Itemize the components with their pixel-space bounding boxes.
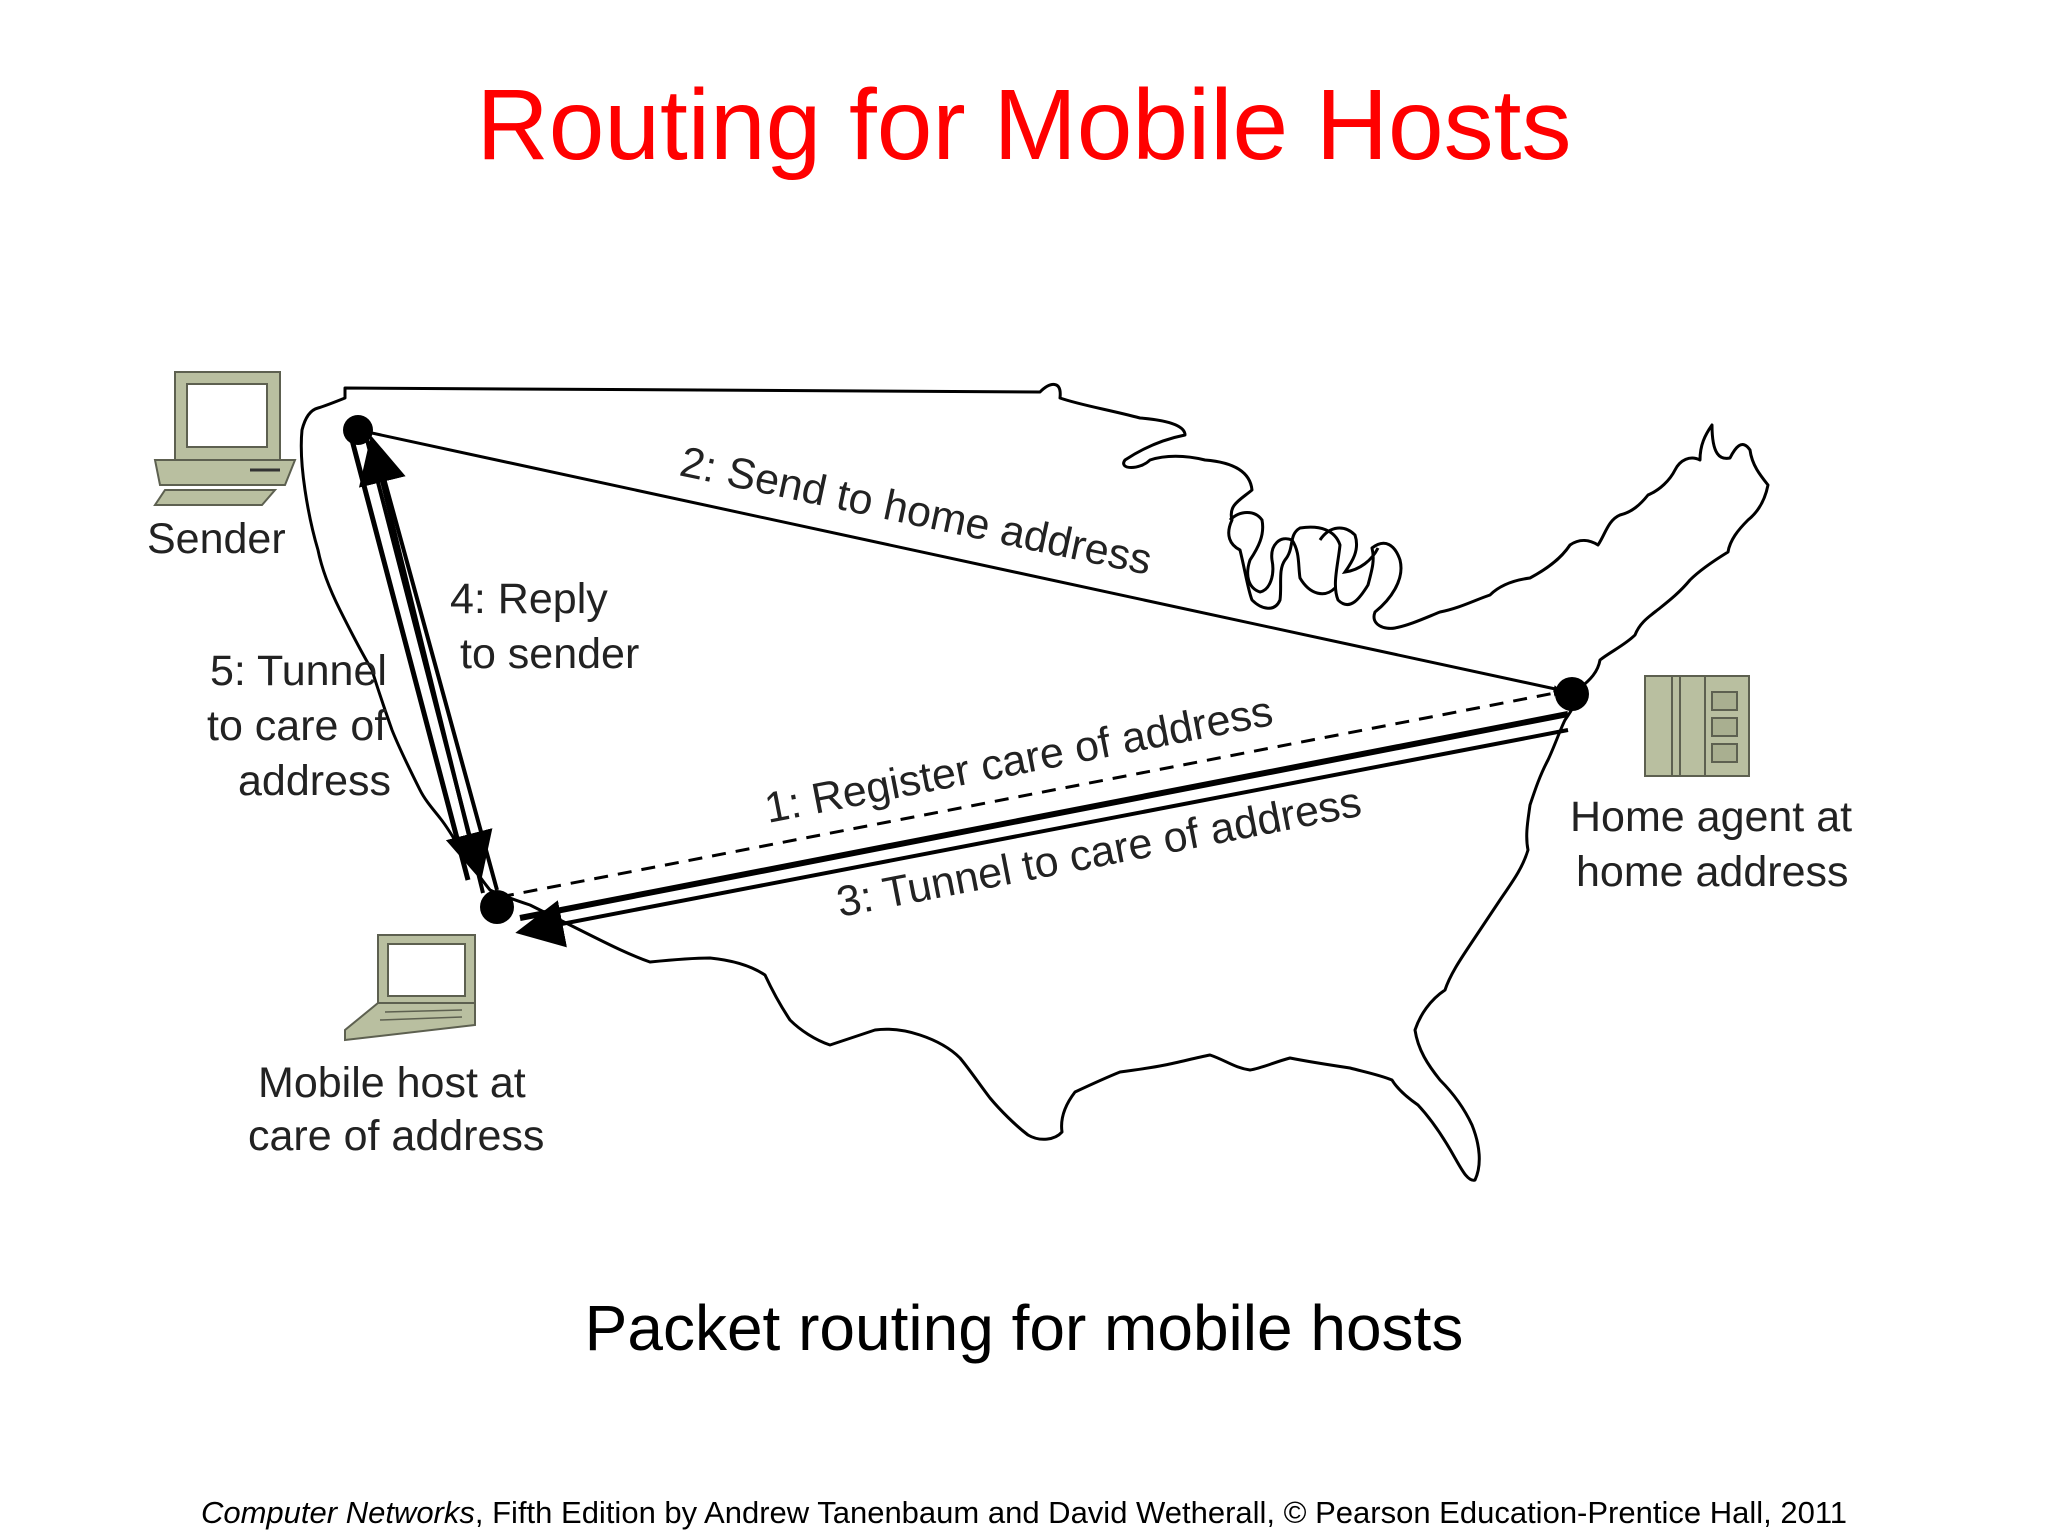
step4-reply-line-a — [377, 459, 499, 891]
step3-tunnel-line-b — [515, 728, 1569, 948]
step1-register-line — [499, 689, 1561, 899]
step5-label-line3: address — [238, 757, 391, 805]
server-rack-icon — [1644, 675, 1750, 777]
copyright-footer: Computer Networks, Fifth Edition by Andr… — [0, 1495, 2048, 1530]
figure-caption: Packet routing for mobile hosts — [584, 1292, 1464, 1364]
step5-tunnel-line-a — [349, 439, 471, 881]
laptop-icon — [344, 934, 476, 1042]
mobile-host-label-line2: care of address — [248, 1112, 544, 1160]
footer-credits: , Fifth Edition by Andrew Tanenbaum and … — [474, 1495, 1848, 1530]
step4-label-line1: 4: Reply — [450, 575, 608, 623]
home-agent-node-dot — [1555, 677, 1589, 711]
step3-tunnel-line-a — [519, 711, 1569, 921]
home-agent-label-line2: home address — [1576, 848, 1849, 896]
home-agent-label-line1: Home agent at — [1570, 793, 1852, 841]
sender-label: Sender — [147, 515, 286, 563]
mobile-host-node-dot — [480, 890, 514, 924]
step2-label: 2: Send to home address — [676, 438, 1156, 585]
step5-label-line1: 5: Tunnel — [210, 647, 387, 695]
book-title: Computer Networks — [200, 1495, 475, 1530]
step5-label-line2: to care of — [207, 702, 387, 750]
step4-label-line2: to sender — [460, 630, 639, 678]
us-map-outline — [299, 383, 1770, 1182]
mobile-host-label-line1: Mobile host at — [258, 1059, 526, 1107]
sender-node-dot — [343, 415, 373, 445]
desktop-computer-icon — [153, 371, 297, 506]
step2-send-line — [357, 428, 1561, 693]
great-lakes-outline — [1228, 511, 1380, 596]
slide-title: Routing for Mobile Hosts — [476, 69, 1572, 181]
step5-tunnel-line-b — [364, 435, 493, 881]
